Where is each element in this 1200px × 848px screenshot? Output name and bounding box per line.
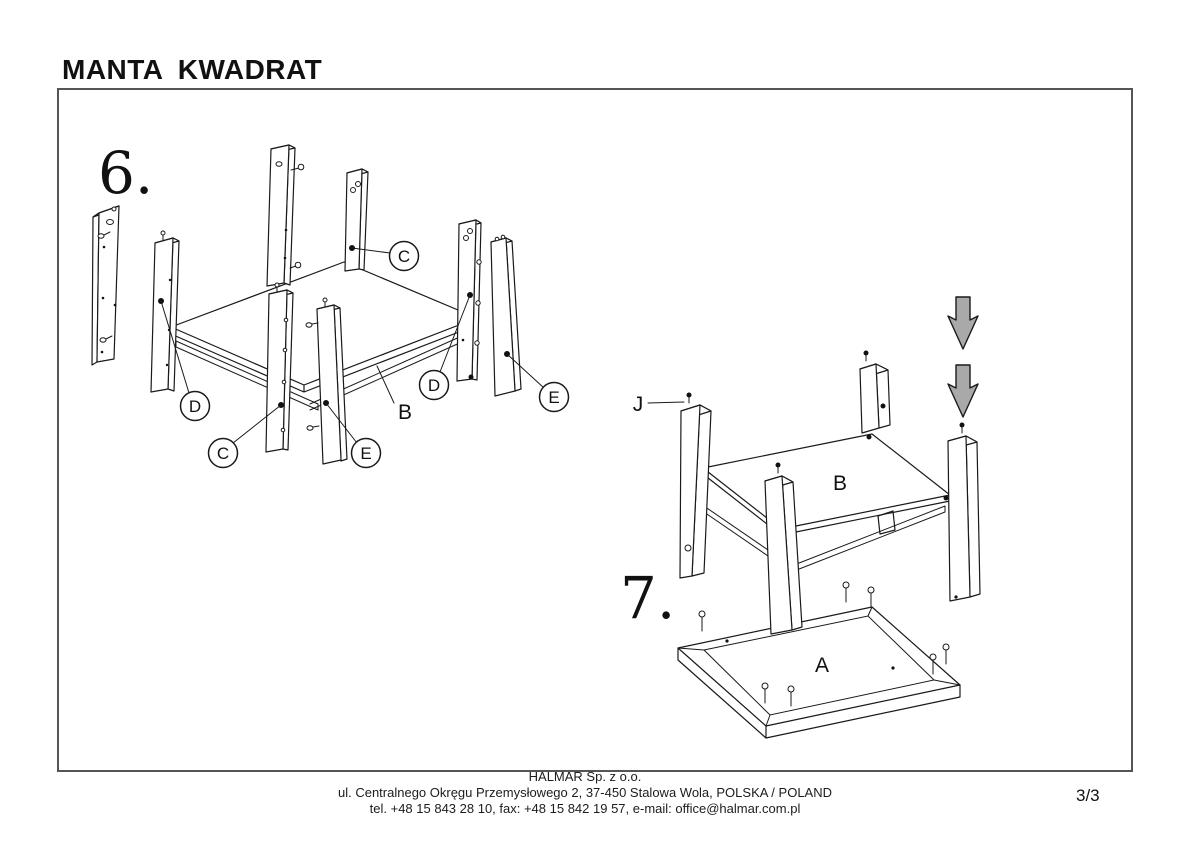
- screw-pins: [698, 581, 950, 707]
- screw-callout: J: [633, 393, 685, 416]
- footer: HALMAR Sp. z o.o. ul. Centralnego Okręgu…: [10, 769, 1160, 817]
- leg-panel: [679, 392, 712, 579]
- tabletop-panel-a: A: [677, 581, 961, 739]
- part-label-shelf-b: B: [398, 401, 412, 424]
- part-label-e-bottom: E: [360, 444, 371, 463]
- part-label-shelf-b: B: [833, 472, 847, 495]
- part-label-c-bottom: C: [217, 444, 229, 463]
- shelf-panel-b: B: [702, 433, 951, 536]
- part-callouts: C D C E D E B: [160, 240, 570, 469]
- page-indicator: 3/3: [1076, 786, 1100, 805]
- page-title: MANTA KWADRAT: [62, 54, 323, 85]
- part-label-circle: [538, 381, 570, 413]
- part-label-circle: [418, 369, 450, 401]
- footer-company: HALMAR Sp. z o.o.: [528, 769, 642, 784]
- part-label-c-top: C: [398, 247, 410, 266]
- part-label-screw-j: J: [633, 393, 644, 416]
- leg-panel: [91, 205, 120, 366]
- down-arrow-icon: [947, 296, 979, 350]
- part-label-d-right: D: [428, 376, 440, 395]
- leg-panel: [947, 422, 981, 602]
- leg-panel: [490, 234, 522, 397]
- part-label-circle: [388, 240, 420, 272]
- leg-panel: [150, 230, 180, 393]
- step6-number: 6.: [98, 139, 153, 207]
- leg-panel: [456, 219, 482, 382]
- step7-diagram: 7. A: [620, 296, 981, 739]
- leg-panel: [265, 282, 294, 453]
- step7-number: 7.: [620, 564, 675, 632]
- part-label-circle: [350, 437, 382, 469]
- part-label-circle: [207, 437, 239, 469]
- part-label-tabletop-a: A: [815, 654, 829, 677]
- part-label-circle: [179, 390, 211, 422]
- diagram-border-frame: [57, 88, 1133, 772]
- leg-panel: [859, 350, 896, 535]
- leg-panel: [305, 297, 348, 465]
- step6-diagram: 6.: [91, 139, 570, 469]
- footer-address: ul. Centralnego Okręgu Przemysłowego 2, …: [337, 785, 832, 800]
- leg-panel: [764, 462, 803, 635]
- part-label-d-left: D: [189, 397, 201, 416]
- leg-panel: [344, 168, 369, 272]
- down-arrow-icon: [947, 364, 979, 418]
- part-label-e-right: E: [548, 388, 559, 407]
- footer-contact: tel. +48 15 843 28 10, fax: +48 15 842 1…: [369, 801, 801, 816]
- leg-panel: [266, 144, 305, 287]
